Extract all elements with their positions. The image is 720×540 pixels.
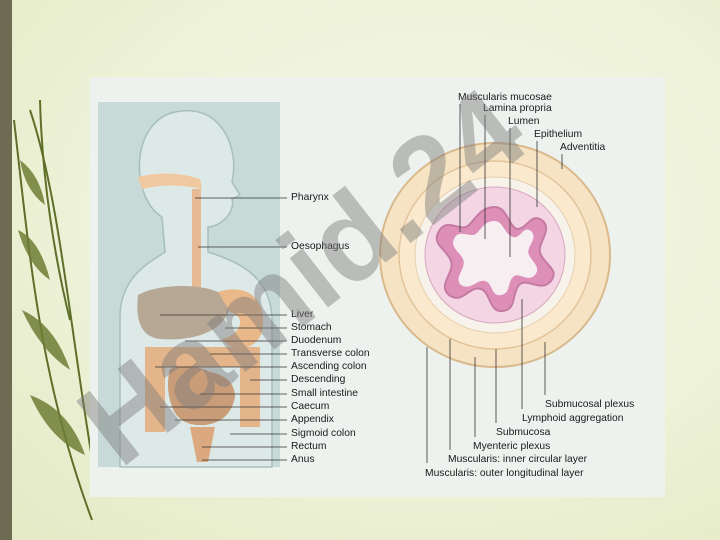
label-muscularis-outer: Muscularis: outer longitudinal layer [425,468,584,479]
left-accent-bar [0,0,12,540]
label-submucosa: Submucosa [496,427,551,438]
leaf-stem [13,119,93,521]
label-caecum: Caecum [291,401,330,412]
label-oesophagus: Oesophagus [291,241,350,252]
label-myenteric-plexus: Myenteric plexus [473,441,551,452]
leaf-shape [30,395,85,455]
leaf-stem [29,109,95,471]
label-lymphoid-aggregation: Lymphoid aggregation [522,413,624,424]
label-adventitia: Adventitia [560,142,606,153]
label-lamina-propria: Lamina propria [483,103,552,114]
label-submucosal-plexus: Submucosal plexus [545,399,635,410]
small-intestine-shape [167,366,235,426]
left-leader-lines [155,197,287,461]
diagram-panel: Pharynx Oesophagus Liver Stomach Duodenu… [90,77,665,497]
label-transverse-colon: Transverse colon [291,348,370,359]
cross-section [379,142,611,368]
label-rectum: Rectum [291,441,327,452]
label-appendix: Appendix [291,414,334,425]
bottom-leader-lines [426,299,546,463]
colon-shape [145,347,260,432]
label-duodenum: Duodenum [291,335,342,346]
label-liver: Liver [291,309,314,320]
leaf-stem [39,99,71,321]
leaf-shape [18,230,50,280]
label-descending: Descending [291,374,346,385]
label-lumen: Lumen [508,116,540,127]
label-pharynx: Pharynx [291,192,329,203]
rectum-shape [190,427,215,462]
label-sigmoid-colon: Sigmoid colon [291,428,356,439]
label-small-intestine: Small intestine [291,388,358,399]
top-leader-lines [459,104,563,257]
anatomy-illustration [98,102,611,468]
label-stomach: Stomach [291,322,332,333]
stomach-shape [218,289,264,349]
label-muscularis-inner: Muscularis: inner circular layer [448,454,588,465]
liver-shape [137,285,230,340]
label-epithelium: Epithelium [534,129,583,140]
oral-cavity [138,173,202,189]
label-ascending-colon: Ascending colon [291,361,367,372]
label-anus: Anus [291,454,315,465]
label-muscularis-mucosae: Muscularis mucosae [458,92,552,103]
leaf-shape [22,310,70,370]
leaf-shape [20,160,45,205]
oesophagus-shape [192,189,201,297]
